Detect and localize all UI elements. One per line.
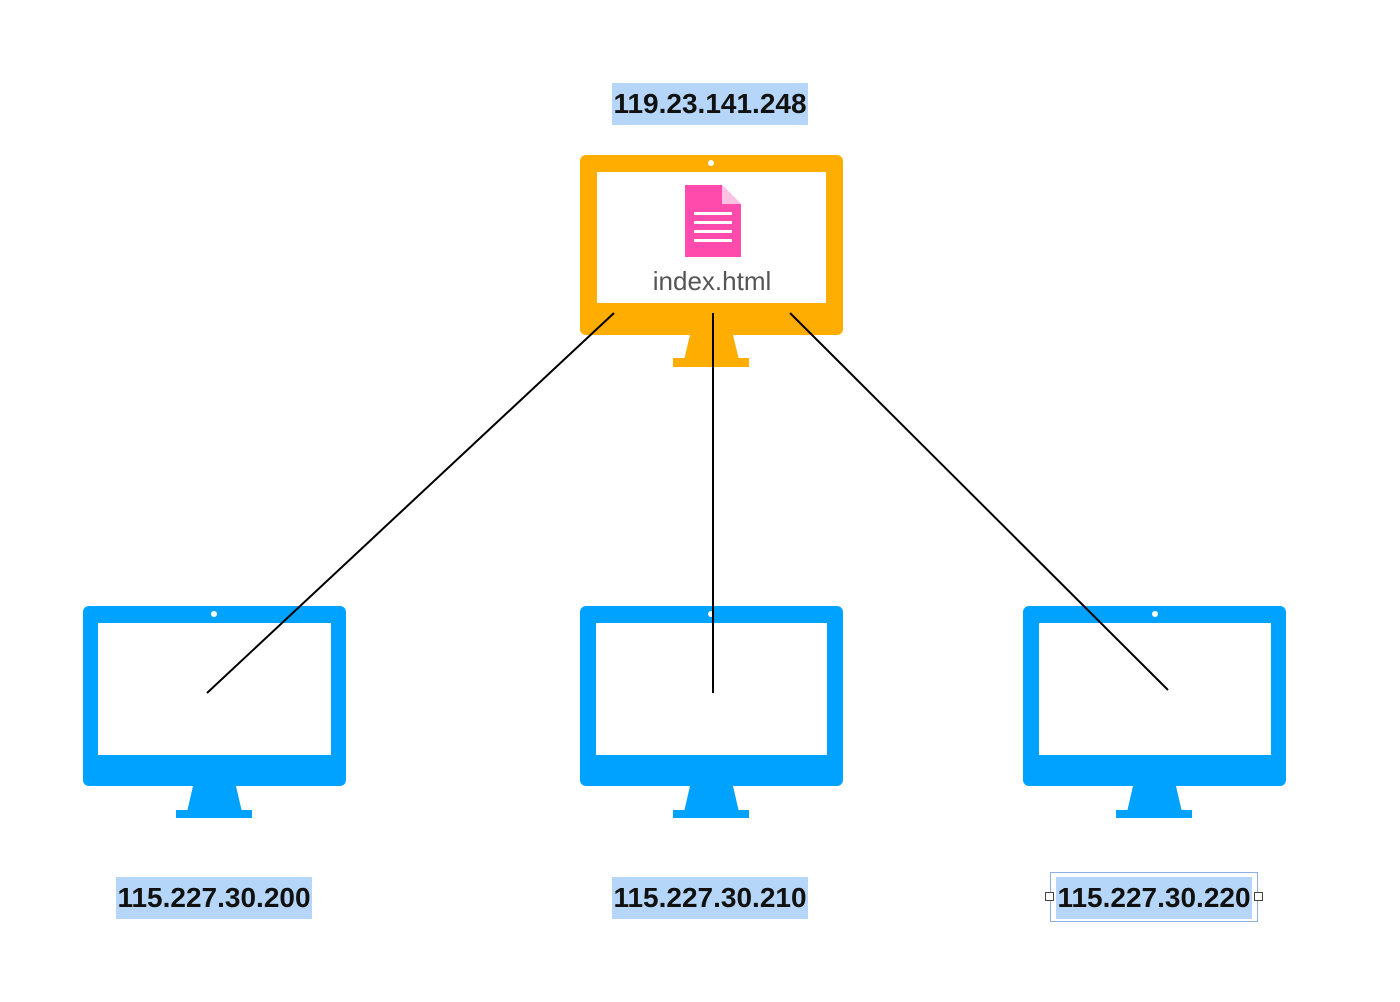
- resize-handle[interactable]: [1045, 892, 1054, 901]
- server-ip-label[interactable]: 119.23.141.248: [560, 83, 860, 125]
- file-name-label: index.html: [652, 266, 772, 296]
- server-ip-text: 119.23.141.248: [612, 83, 808, 125]
- client-ip-text: 115.227.30.200: [116, 877, 312, 919]
- client-ip-label[interactable]: 115.227.30.210: [560, 877, 860, 919]
- client-ip-label[interactable]: 115.227.30.200: [64, 877, 364, 919]
- client-monitor-icon[interactable]: [580, 606, 843, 818]
- client-monitor-icon[interactable]: [1023, 606, 1286, 818]
- client-ip-text: 115.227.30.210: [612, 877, 808, 919]
- connection-line[interactable]: [789, 312, 1169, 691]
- client-ip-label[interactable]: 115.227.30.220: [1004, 877, 1304, 919]
- resize-handle[interactable]: [1254, 892, 1263, 901]
- client-monitor-icon[interactable]: [83, 606, 346, 818]
- client-ip-text: 115.227.30.220: [1056, 877, 1252, 919]
- document-icon[interactable]: [685, 185, 741, 257]
- connection-line[interactable]: [206, 312, 615, 694]
